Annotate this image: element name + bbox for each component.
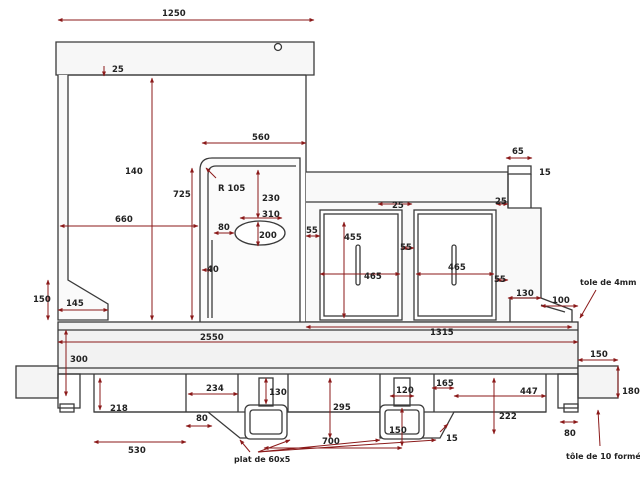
note-tole-10: tôle de 10 formée	[566, 451, 640, 461]
dim-465-right: 465	[448, 263, 466, 273]
buffer-right	[577, 365, 619, 399]
dim-130-axle: 130	[269, 388, 287, 398]
dim-55-c: 55	[494, 275, 506, 285]
note-plat: plat de 60x5	[234, 455, 291, 464]
dim-295: 295	[333, 403, 351, 413]
body-outline	[15, 41, 619, 440]
cab-body	[57, 75, 109, 321]
dim-725: 725	[173, 190, 191, 200]
dim-100: 100	[552, 296, 570, 306]
annotations: tole de 4mm tôle de 10 formée plat de 60…	[234, 278, 640, 464]
dim-150-buffer: 150	[590, 350, 608, 360]
dim-1250: 1250	[162, 9, 186, 19]
dim-700: 700	[322, 437, 340, 447]
axle-box-left	[244, 404, 288, 440]
dim-80-right: 80	[564, 429, 576, 439]
cab-roof	[55, 41, 315, 76]
buffer-left	[15, 365, 59, 399]
dim-230: 230	[262, 194, 280, 204]
dim-140: 140	[125, 167, 143, 177]
dim-150-axle: 150	[389, 426, 407, 436]
dim-15-exhaust: 15	[539, 168, 551, 178]
dim-130-deck: 130	[516, 289, 534, 299]
dim-150-step: 150	[33, 295, 51, 305]
dim-25-right: 25	[495, 197, 507, 207]
dim-25-roof: 25	[112, 65, 124, 75]
dim-2550: 2550	[200, 333, 224, 343]
dim-455: 455	[344, 233, 362, 243]
dim-40: 40	[207, 265, 219, 275]
dim-222: 222	[499, 412, 517, 422]
dim-180: 180	[622, 387, 640, 397]
dim-560: 560	[252, 133, 270, 143]
dim-80-door: 80	[218, 223, 230, 233]
dim-530: 530	[128, 446, 146, 456]
dim-465-left: 465	[364, 272, 382, 282]
dim-660: 660	[115, 215, 133, 225]
exhaust-stack	[507, 165, 532, 175]
hood-door-right	[413, 209, 497, 321]
dim-145: 145	[66, 299, 84, 309]
dim-447: 447	[520, 387, 538, 397]
dim-55-a: 55	[306, 226, 318, 236]
hood-door-left	[319, 209, 403, 321]
dim-200: 200	[259, 231, 277, 241]
dim-80-skirt: 80	[196, 414, 208, 424]
roof-light	[273, 42, 283, 52]
dim-120: 120	[396, 386, 414, 396]
dimension-lines	[46, 18, 620, 453]
dim-25-hood: 25	[392, 201, 404, 211]
dim-234: 234	[206, 384, 224, 394]
dim-55-b: 55	[400, 243, 412, 253]
dim-218: 218	[110, 404, 128, 414]
dim-65: 65	[512, 147, 524, 157]
main-frame	[57, 321, 579, 375]
dim-15-bottom: 15	[446, 434, 458, 444]
note-tole-4mm: tole de 4mm	[580, 278, 636, 287]
dim-310: 310	[262, 210, 280, 220]
dim-1315: 1315	[430, 328, 454, 338]
dim-300: 300	[70, 355, 88, 365]
skirt	[93, 374, 547, 439]
door-oval	[234, 220, 286, 246]
dim-r105: R 105	[218, 184, 245, 194]
dimension-labels: 1250 25 140 725 660 560 R 105 230 310 20…	[33, 9, 640, 456]
dim-165: 165	[436, 379, 454, 389]
